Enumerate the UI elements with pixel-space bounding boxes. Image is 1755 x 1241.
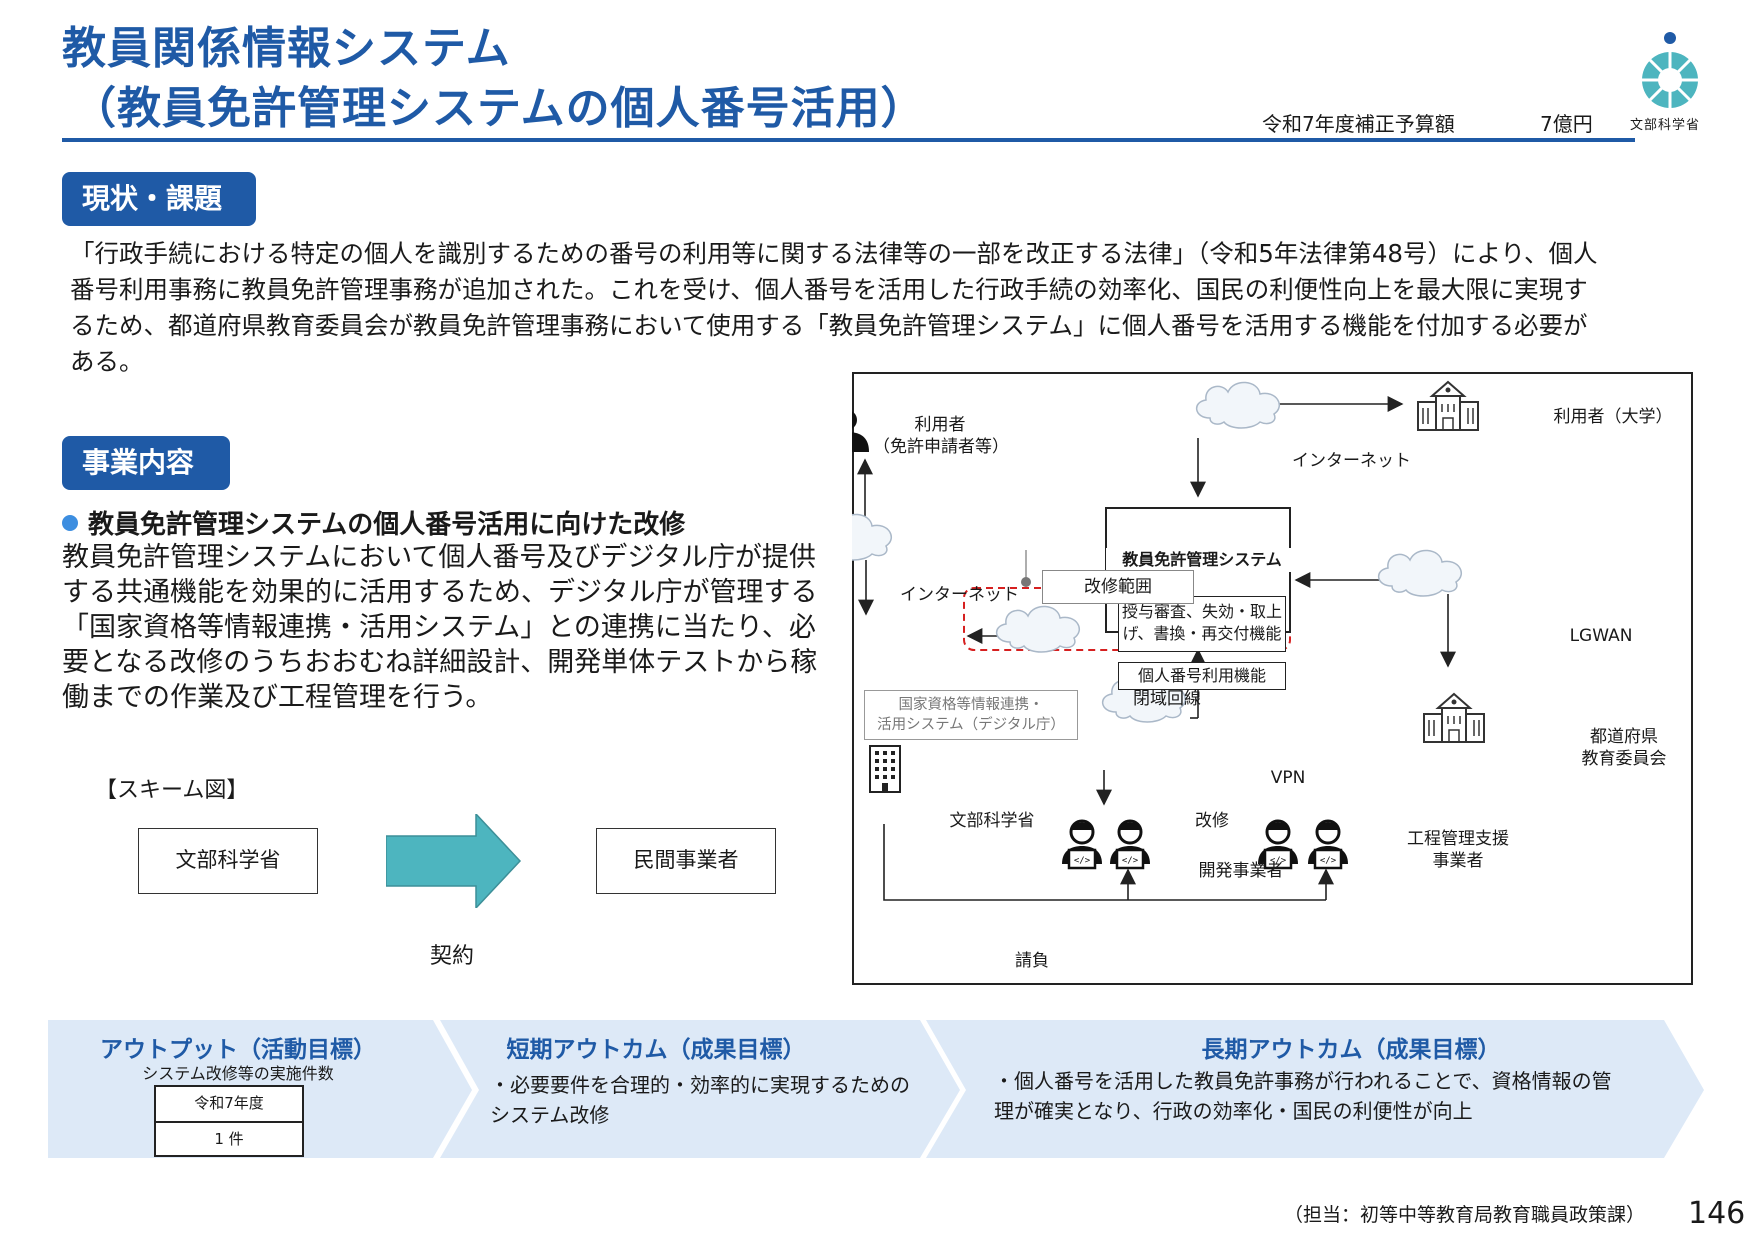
section-heading-status: 現状・課題: [62, 172, 256, 226]
short-term-heading: 短期アウトカム（成果目標）: [506, 1037, 806, 1063]
function-main-line2: げ、書換・再交付機能: [1122, 624, 1282, 643]
project-body: 教員免許管理システムにおいて個人番号及びデジタル庁が提供する共通機能を効果的に活…: [62, 542, 818, 713]
user-label: 利用者: [914, 415, 966, 435]
bullet-dot-icon: [62, 514, 78, 531]
outcome-band: [48, 1020, 1704, 1158]
output-heading: アウトプット（活動目標）: [100, 1037, 376, 1063]
pm-line2: 事業者: [1432, 851, 1484, 871]
system-diagram: [852, 372, 1693, 985]
ministry-logo-text: 文部科学省: [1630, 118, 1701, 133]
output-count: 1 件: [156, 1121, 302, 1155]
prefecture-line1: 都道府県: [1590, 727, 1658, 747]
lgwan-label: LGWAN: [1569, 626, 1633, 646]
long-term-line1: ・個人番号を活用した教員免許事務が行われることで、資格情報の管: [994, 1069, 1612, 1093]
national-system-line2: 活用システム（デジタル庁）: [877, 717, 1065, 733]
developer-label: 開発事業者: [1198, 861, 1284, 881]
output-year: 令和7年度: [194, 1094, 264, 1112]
contract-label: 請負: [1015, 951, 1049, 971]
output-sub: システム改修等の実施件数: [142, 1064, 334, 1083]
long-term-body: ・個人番号を活用した教員免許事務が行われることで、資格情報の管 理が確実となり、…: [994, 1066, 1654, 1126]
function-box-main: 授与審査、失効・取上 げ、書換・再交付機能: [1118, 596, 1286, 652]
long-term-line2: 理が確実となり、行政の効率化・国民の利便性が向上: [994, 1099, 1473, 1123]
vpn-label: VPN: [1270, 768, 1306, 788]
pm-line1: 工程管理支援: [1407, 829, 1509, 849]
scheme-relation: 契約: [430, 944, 475, 969]
page-subtitle: （教員免許管理システムの個人番号活用）: [72, 83, 926, 134]
output-table: 令和7年度 1 件: [154, 1085, 304, 1157]
function-box-mynumber: 個人番号利用機能: [1118, 662, 1286, 690]
long-term-heading: 長期アウトカム（成果目標）: [1201, 1037, 1501, 1063]
status-body: 「行政手続における特定の個人を識別するための番号の利用等に関する法律等の一部を改…: [70, 239, 1598, 376]
system-title: 教員免許管理システム: [1106, 548, 1298, 572]
project-bullet: 教員免許管理システムの個人番号活用に向けた改修: [62, 504, 685, 541]
user-sub-label: （免許申請者等）: [873, 437, 1009, 457]
ministry-logo-icon: [1642, 32, 1698, 108]
prefecture-label: 都道府県 教育委員会: [1566, 726, 1682, 770]
pm-label: 工程管理支援 事業者: [1396, 828, 1520, 872]
function-main-line1: 授与審査、失効・取上: [1121, 602, 1282, 621]
budget-value: 7億円: [1540, 112, 1593, 136]
short-term-body: ・必要要件を合理的・効率的に実現するための システム改修: [490, 1070, 920, 1130]
national-system-box: 国家資格等情報連携・ 活用システム（デジタル庁）: [864, 690, 1078, 740]
modify-label: 改修: [1195, 811, 1229, 831]
scheme-from-box: 文部科学省: [138, 828, 318, 894]
project-bullet-text: 教員免許管理システムの個人番号活用に向けた改修: [88, 510, 686, 540]
national-system-line1: 国家資格等情報連携・: [898, 697, 1044, 713]
section-heading-project: 事業内容: [62, 436, 230, 490]
prefecture-line2: 教育委員会: [1581, 749, 1667, 769]
budget-label: 令和7年度補正予算額: [1262, 112, 1455, 136]
scheme-label: 【スキーム図】: [95, 778, 249, 803]
mext-label: 文部科学省: [949, 811, 1035, 831]
user-university-label: 利用者（大学）: [1553, 407, 1673, 427]
page-title: 教員関係情報システム: [62, 23, 511, 74]
short-term-line1: ・必要要件を合理的・効率的に実現するための: [490, 1073, 910, 1097]
scheme-to-box: 民間事業者: [596, 828, 776, 894]
modification-scope-label: 改修範囲: [1042, 570, 1194, 604]
page-number: 146: [1688, 1196, 1746, 1231]
title-rule: [62, 138, 1635, 142]
internet-top-label: インターネット: [1292, 451, 1411, 471]
short-term-line2: システム改修: [490, 1103, 610, 1127]
closed-network-label: 閉域回線: [1133, 689, 1201, 709]
contact-footer: （担当：初等中等教育局教育職員政策課）: [1284, 1204, 1646, 1226]
scheme-arrow-icon: [386, 814, 522, 908]
internet-left-label: インターネット: [900, 585, 1019, 605]
